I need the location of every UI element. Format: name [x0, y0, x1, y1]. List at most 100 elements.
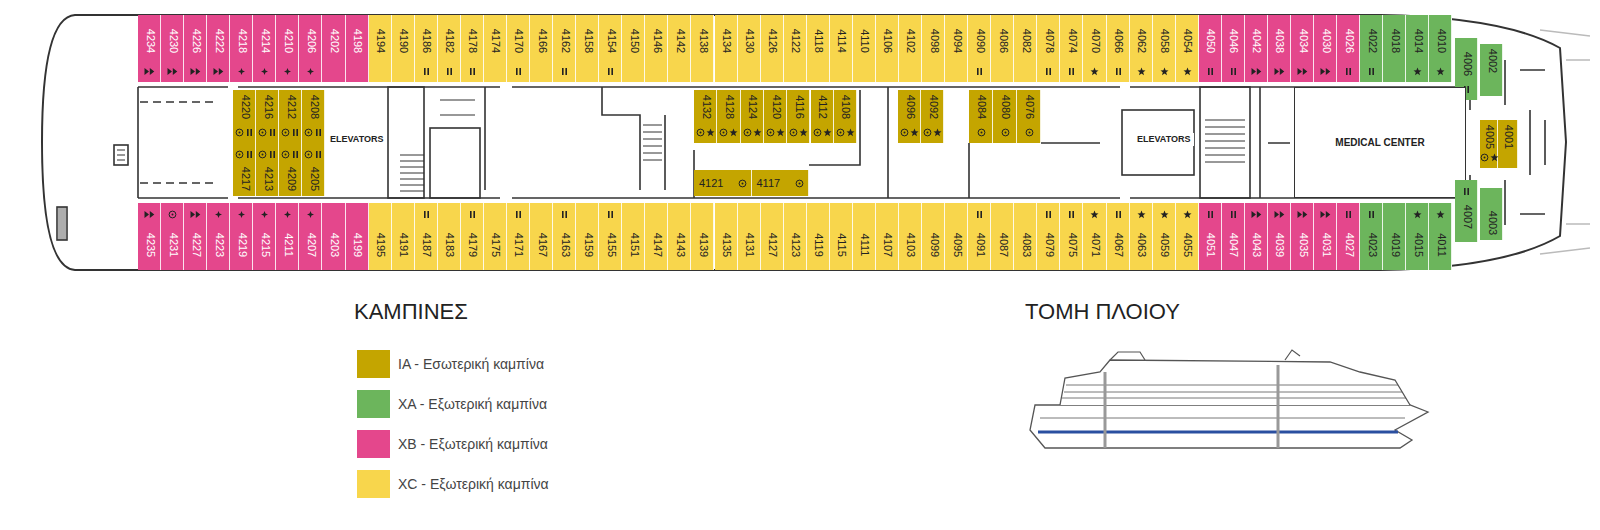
cabin: 4212 [279, 90, 302, 143]
cabin-feature-icon-part [1231, 211, 1236, 218]
interior-walls-part [114, 145, 128, 165]
cabin-feature-icon [696, 128, 705, 137]
cabin-feature-icon-part [1069, 211, 1074, 218]
cabin-feature-icon [1251, 67, 1262, 76]
cabin-number: 4209 [285, 167, 296, 191]
cabin: 4146 [645, 15, 668, 82]
cabin: 4231 [161, 203, 184, 270]
cabin-feature-icon [1320, 210, 1331, 219]
cabin: 4202 [322, 15, 345, 82]
cabin: 4130 [738, 15, 761, 82]
cabin-feature-icon-part [799, 182, 801, 184]
cabin-feature-icon [1044, 210, 1053, 219]
cabin-feature-icon [291, 128, 300, 137]
cabin: 4027 [1337, 203, 1360, 270]
cabin-number: 4034 [1297, 29, 1308, 53]
cabin-number: 4206 [305, 29, 316, 53]
cabin-feature-icon [245, 150, 254, 159]
interior-walls-part [138, 197, 1470, 199]
cabin: 4047 [1222, 203, 1245, 270]
cabin-feature-icon-part [1046, 68, 1051, 75]
cabin-feature-icon [1229, 67, 1238, 76]
cabin-number: 4042 [1251, 29, 1262, 53]
cabin: 4094 [945, 15, 968, 82]
cabin: 4005 [1480, 120, 1498, 168]
interior-walls-part [1200, 87, 1250, 198]
cabin-number: 4015 [1412, 233, 1423, 257]
cabin-number: 4003 [1486, 211, 1497, 235]
cabin-number: 4022 [1366, 29, 1377, 53]
cabin-feature-icon [706, 128, 715, 137]
cabin: 4127 [761, 203, 784, 270]
cabin-number: 4155 [605, 233, 616, 257]
cabin-feature-icon [281, 150, 290, 159]
cabin-number: 4218 [236, 29, 247, 53]
cabin-number: 4124 [747, 95, 758, 119]
cabin-feature-icon-part [236, 151, 243, 158]
cabin-feature-icon [1067, 67, 1076, 76]
cabin-feature-icon-part [1464, 188, 1469, 195]
cabin-feature-icon-part [284, 68, 291, 75]
cabin-feature-icon [422, 210, 431, 219]
cabin-number: 4215 [259, 233, 270, 257]
cabin-feature-icon-part [447, 68, 452, 75]
cabin: 4038 [1268, 15, 1291, 82]
cabin: 4214 [253, 15, 276, 82]
cabin-number: 4108 [840, 95, 851, 119]
cabin-feature-icon [1206, 210, 1215, 219]
cabin: 4110 [853, 15, 876, 82]
cabin-number: 4222 [213, 29, 224, 53]
room-label: ELEVATORS [330, 135, 384, 144]
cabin-number: 4047 [1228, 233, 1239, 257]
cabin-feature-icon [268, 150, 277, 159]
cabin-feature-icon-part [1069, 68, 1074, 75]
cabin: 4203 [322, 203, 345, 270]
section-heading: ΤΟΜΗ ΠΛΟΙΟΥ [1025, 300, 1180, 324]
cabin-feature-icon [468, 210, 477, 219]
cabin-number: 4135 [721, 233, 732, 257]
cabin-number: 4079 [1043, 233, 1054, 257]
cabin: 4019 [1383, 203, 1406, 270]
cabin-number: 4147 [651, 233, 662, 257]
cabin-feature-icon-part [980, 131, 982, 133]
cabin-feature-icon-part [800, 128, 808, 136]
cabin-number: 4151 [628, 233, 639, 257]
cabin-feature-icon [260, 67, 269, 76]
cabin: 4211 [276, 203, 299, 270]
cabin-number: 4086 [997, 29, 1008, 53]
cabin-feature-icon [1044, 67, 1053, 76]
cabin-number: 4128 [723, 95, 734, 119]
cabin-number: 4030 [1320, 29, 1331, 53]
cabin-feature-icon-part [796, 180, 803, 187]
cabin: 4122 [784, 15, 807, 82]
legend-text: XA - Εξωτερική καμπίνα [398, 396, 547, 412]
cabin-feature-icon-part [259, 151, 266, 158]
cabin-feature-icon [606, 67, 615, 76]
cabin-number: 4190 [398, 29, 409, 53]
cabin: 4143 [668, 203, 691, 270]
cabin-feature-icon-part [1274, 68, 1284, 75]
cabin-number: 4096 [904, 95, 915, 119]
cabin-number: 4121 [699, 178, 723, 189]
cabin: 4071 [1083, 203, 1106, 270]
cabin: 4174 [484, 15, 507, 82]
cabin-number: 4226 [190, 29, 201, 53]
cabin-number: 4001 [1503, 125, 1514, 149]
cabin-feature-icon [823, 128, 832, 137]
cabin-number: 4202 [328, 29, 339, 53]
cabin: 4117 [752, 170, 810, 196]
legend-swatch [357, 430, 390, 458]
cabin-feature-icon-part [262, 153, 264, 155]
cabin-feature-icon [1160, 210, 1169, 219]
cabin-number: 4051 [1205, 233, 1216, 257]
cabin-feature-icon-part [608, 211, 613, 218]
cabin-number: 4195 [375, 233, 386, 257]
cabin-feature-icon-part [308, 153, 310, 155]
cabin: 4086 [991, 15, 1014, 82]
cabin-feature-icon-part [723, 131, 725, 133]
cabin-feature-icon-part [307, 211, 314, 218]
cabin-feature-icon-part [790, 129, 797, 136]
cabin-feature-icon-part [721, 129, 728, 136]
cabin: 4098 [922, 15, 945, 82]
cabin-feature-icon-part [1369, 68, 1374, 75]
